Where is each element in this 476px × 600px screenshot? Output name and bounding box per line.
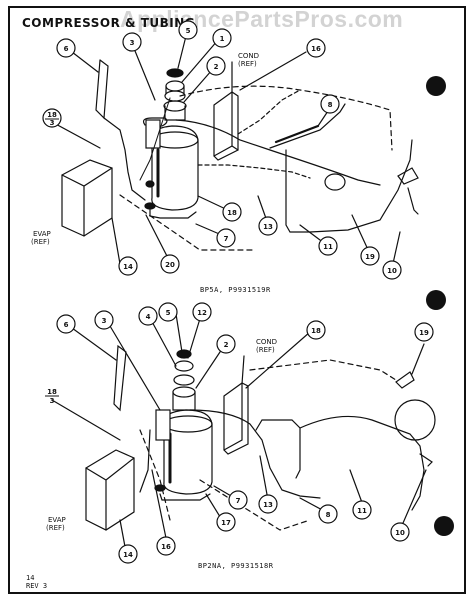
- callout-16-bottom: 16: [161, 543, 171, 551]
- callout-11-bottom: 11: [357, 507, 367, 515]
- cond-ref-top: (REF): [238, 60, 257, 68]
- binder-hole-middle: [426, 290, 446, 310]
- tube-13-bottom: [255, 419, 301, 479]
- callout-7-bottom: 7: [236, 497, 241, 505]
- tube-6-top: [95, 59, 109, 120]
- callout-17-bottom: 17: [221, 519, 231, 527]
- callout-2-bottom: 2: [224, 341, 229, 349]
- callout-8-bottom: 8: [326, 511, 331, 519]
- callout-5-top: 5: [186, 27, 191, 35]
- coil-19-bottom: [394, 399, 436, 441]
- dryer-19-bottom: [395, 371, 415, 389]
- callout-18-top: 18: [227, 209, 237, 217]
- callout-circles: [42, 20, 434, 564]
- callout-1-top: 1: [220, 35, 225, 43]
- tube-11-bottom: [299, 415, 425, 511]
- callout-numbers-top: 6 3 5 1 2 16 8 18 13 11 19 10 7 14 20 18…: [45, 27, 397, 275]
- evap-label-bottom: EVAP: [48, 516, 66, 524]
- callout-2-top: 2: [214, 63, 219, 71]
- compressor-bottom: [154, 409, 213, 501]
- callout-10-top: 10: [387, 267, 397, 275]
- model-label-top: BP5A, P9931519R: [200, 286, 271, 294]
- cond-label-bottom: COND: [256, 338, 277, 346]
- callout-13-top: 13: [263, 223, 273, 231]
- valve-assembly-top: [163, 68, 187, 121]
- callout-19-bottom: 19: [419, 329, 429, 337]
- callout-14-top: 14: [123, 263, 133, 271]
- callout-10-bottom: 10: [395, 529, 405, 537]
- fraction-top-den: 3: [50, 119, 55, 127]
- watermark: AppliancePartsPros.com: [120, 6, 404, 32]
- callout-3-top: 3: [130, 39, 135, 47]
- tube-evap-top: [103, 117, 146, 201]
- valve-assembly-bottom: [172, 349, 196, 411]
- binder-hole-top: [426, 76, 446, 96]
- capillary-10-top: [407, 187, 419, 215]
- callout-20-top: 20: [165, 261, 175, 269]
- evap-ref-top: (REF): [31, 238, 50, 246]
- condenser-bottom: [223, 382, 249, 455]
- callout-12-bottom: 12: [197, 309, 207, 317]
- callout-3-bottom: 3: [102, 317, 107, 325]
- callout-13-bottom: 13: [263, 501, 273, 509]
- cond-label-top: COND: [238, 52, 259, 60]
- callout-11-top: 11: [323, 243, 333, 251]
- callout-16-top: 16: [311, 45, 321, 53]
- callout-6-bottom: 6: [64, 321, 69, 329]
- callout-19-top: 19: [365, 253, 375, 261]
- fraction-bottom-num: 18: [47, 388, 57, 396]
- evaporator-top: [61, 159, 113, 237]
- tube-6-bottom: [113, 344, 127, 412]
- callout-14-bottom: 14: [123, 551, 133, 559]
- tube-8-bottom: [189, 409, 321, 499]
- callout-6-top: 6: [64, 45, 69, 53]
- evap-ref-bottom: (REF): [46, 524, 65, 532]
- tube-8-top: [269, 103, 346, 149]
- binder-hole-bottom: [434, 516, 454, 536]
- callout-8-top: 8: [328, 101, 333, 109]
- model-label-bottom: BP2NA, P9931518R: [198, 562, 274, 570]
- callout-4-bottom: 4: [146, 313, 151, 321]
- page-title: COMPRESSOR & TUBING: [22, 16, 196, 30]
- tube-11-top: [285, 139, 413, 233]
- capillary-10-bottom: [419, 453, 433, 467]
- callout-numbers-bottom: 6 3 4 5 12 2 18 19 7 13 8 11 10 17 14 16…: [45, 309, 429, 559]
- compressor-top: [142, 117, 199, 219]
- callout-7-top: 7: [224, 235, 229, 243]
- cond-ref-bottom: (REF): [256, 346, 275, 354]
- page-frame: [8, 6, 466, 594]
- ref-labels: COND (REF) EVAP (REF) COND (REF) EVAP (R…: [31, 52, 277, 532]
- fraction-top-num: 18: [47, 111, 57, 119]
- callout-5-bottom: 5: [166, 309, 171, 317]
- callout-18-bottom: 18: [311, 327, 321, 335]
- dryer-19-top: [397, 167, 419, 185]
- page-number: 14: [26, 574, 35, 582]
- tube-evap-bottom: [139, 429, 151, 493]
- evap-label-top: EVAP: [33, 230, 51, 238]
- revision-label: REV 3: [26, 582, 48, 590]
- condenser-top: [213, 91, 239, 161]
- tube-disch-top: [175, 119, 381, 186]
- coil-19-top: [324, 173, 346, 191]
- evaporator-bottom: [85, 449, 135, 531]
- fraction-bottom-den: 3: [50, 397, 55, 405]
